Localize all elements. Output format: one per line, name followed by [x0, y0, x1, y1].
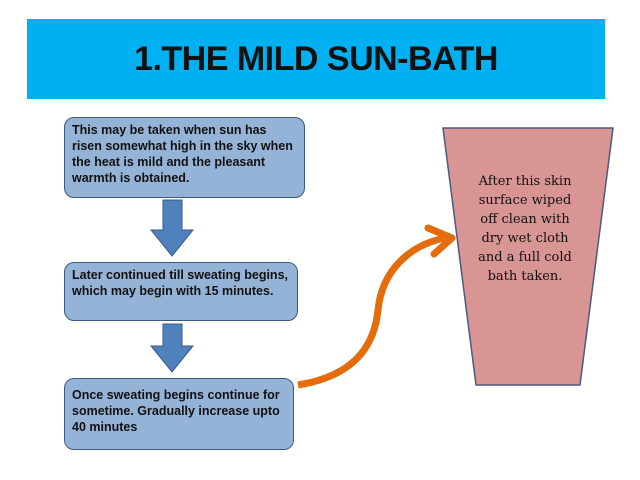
step-box-2: Later continued till sweating begins, wh… — [64, 262, 298, 321]
step-box-3: Once sweating begins continue for someti… — [64, 378, 294, 450]
title-banner: 1.THE MILD SUN-BATH — [27, 19, 605, 99]
slide-title: 1.THE MILD SUN-BATH — [134, 39, 498, 78]
result-text: After this skin surface wiped off clean … — [478, 174, 572, 284]
down-arrow-icon — [149, 199, 195, 257]
step-box-1: This may be taken when sun has risen som… — [64, 117, 305, 198]
result-trapezoid — [442, 127, 614, 386]
down-arrow-icon — [149, 323, 195, 373]
curved-arrow-head-icon — [424, 224, 456, 258]
curved-arrow — [297, 234, 446, 389]
